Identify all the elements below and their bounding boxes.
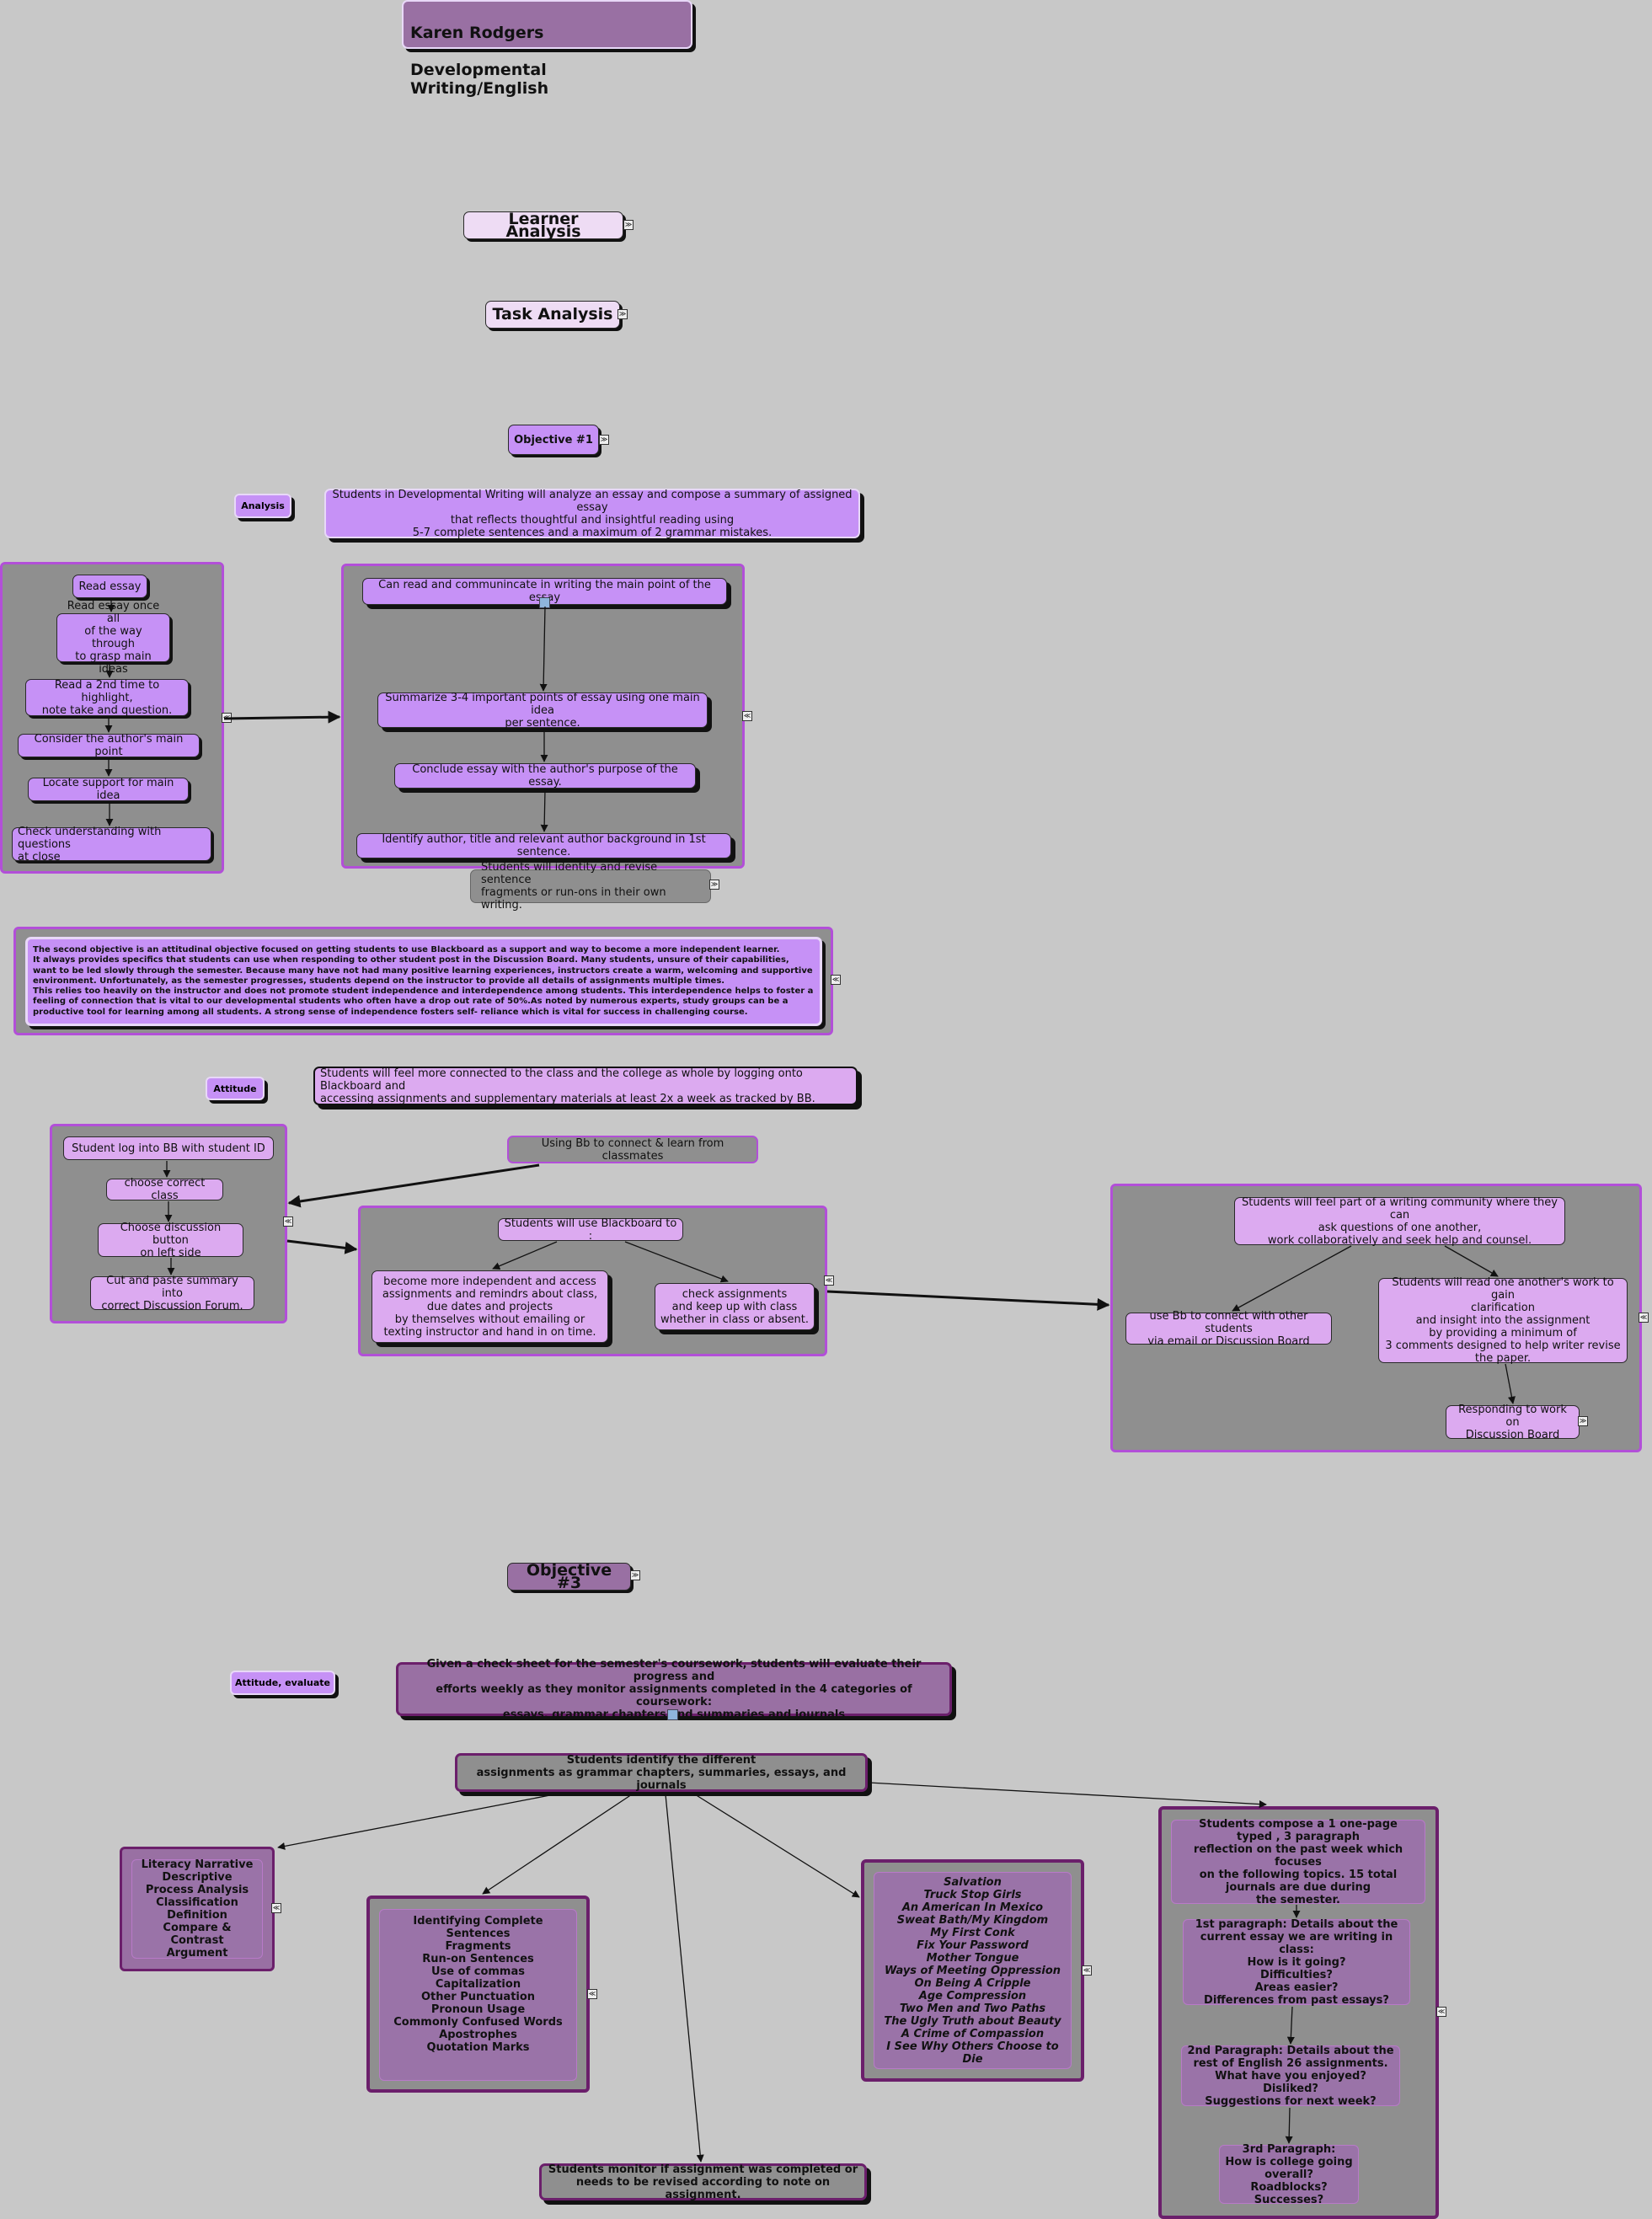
collapse-icon[interactable]: ≪ [587, 1989, 597, 1999]
collapse-icon[interactable]: ≪ [283, 1216, 293, 1227]
attachment-icon[interactable] [539, 597, 550, 608]
attachment-icon[interactable] [667, 1709, 678, 1720]
header-title: Karen Rodgers Developmental Writing/Engl… [402, 0, 692, 98]
revise-fragments-node[interactable]: Students will identity and revise senten… [470, 861, 711, 912]
journal-intro-node[interactable]: Students compose a 1 one-page typed , 3 … [1171, 1818, 1425, 1906]
step-discussion-button[interactable]: Choose discussion button on left side [98, 1222, 243, 1259]
author-name: Karen Rodgers [410, 24, 544, 42]
journal-paragraph-1[interactable]: 1st paragraph: Details about the current… [1183, 1918, 1410, 2007]
collapse-icon[interactable]: ≪ [1639, 1313, 1649, 1323]
collapse-icon[interactable]: ≪ [831, 975, 841, 985]
outcome-summarize[interactable]: Summarize 3-4 important points of essay … [377, 692, 708, 730]
objective-3-statement: Given a check sheet for the semester's c… [396, 1658, 952, 1721]
check-assignments-node[interactable]: check assignments and keep up with class… [655, 1283, 815, 1330]
collapse-icon[interactable]: ≪ [742, 711, 752, 721]
step-read-twice[interactable]: Read a 2nd time to highlight, note take … [25, 679, 189, 717]
objective-2-description: The second objective is an attitudinal o… [25, 937, 822, 1026]
respond-discussion-node[interactable]: Responding to work on Discussion Board [1446, 1404, 1580, 1441]
step-locate-support[interactable]: Locate support for main idea [28, 777, 189, 802]
step-login[interactable]: Student log into BB with student ID [63, 1136, 274, 1160]
collapse-icon[interactable]: ≪ [222, 713, 232, 723]
outcome-identify-author[interactable]: Identify author, title and relevant auth… [356, 833, 731, 858]
step-check-understanding[interactable]: Check understanding with questions at cl… [12, 826, 211, 864]
collapse-icon[interactable]: ≪ [1082, 1965, 1092, 1976]
expand-icon[interactable]: ≫ [599, 435, 609, 445]
objective-1-statement: Students in Developmental Writing will a… [324, 489, 860, 539]
task-analysis-node[interactable]: Task Analysis [485, 301, 620, 329]
learner-analysis-node[interactable]: Learner Analysis [463, 211, 623, 239]
read-work-node[interactable]: Students will read one another's work to… [1378, 1276, 1628, 1365]
step-main-point[interactable]: Consider the author's main point [18, 733, 200, 758]
use-blackboard-node[interactable]: Students will use Blackboard to : [498, 1217, 683, 1243]
expand-icon[interactable]: ≫ [630, 1570, 640, 1580]
expand-icon[interactable]: ≫ [623, 220, 634, 230]
attitude-evaluate-tag: Attitude, evaluate [230, 1671, 335, 1695]
monitor-assignments-node[interactable]: Students monitor if assignment was compl… [539, 2163, 867, 2201]
expand-icon[interactable]: ≫ [617, 309, 628, 319]
objective-2-statement: Students will feel more connected to the… [313, 1067, 858, 1105]
step-read-essay[interactable]: Read essay [72, 575, 147, 598]
attitude-tag: Attitude [206, 1077, 265, 1100]
collapse-icon[interactable]: ≪ [824, 1275, 834, 1286]
collapse-icon[interactable]: ≪ [1436, 2007, 1446, 2017]
identify-assignments-node[interactable]: Students identify the different assignme… [455, 1753, 868, 1792]
become-independent-node[interactable]: become more independent and access assig… [372, 1270, 608, 1343]
objective-3-title[interactable]: Objective #3 [507, 1562, 631, 1591]
collapse-icon[interactable]: ≪ [271, 1903, 281, 1913]
readings-list: Salvation Truck Stop Girls An American I… [874, 1872, 1072, 2069]
analysis-tag: Analysis [234, 494, 291, 518]
expand-icon[interactable]: ≫ [1578, 1416, 1588, 1426]
step-read-once[interactable]: Read essay once all of the way through t… [56, 600, 170, 676]
using-bb-node[interactable]: Using Bb to connect & learn from classma… [507, 1136, 758, 1163]
grammar-topics-list: Identifying Complete Sentences Fragments… [379, 1909, 577, 2081]
course-name: Developmental Writing/English [410, 61, 549, 98]
expand-icon[interactable]: ≫ [709, 880, 719, 890]
writing-community-node[interactable]: Students will feel part of a writing com… [1234, 1196, 1565, 1247]
essay-types-list: Literacy Narrative Descriptive Process A… [131, 1858, 263, 1960]
step-choose-class[interactable]: choose correct class [106, 1177, 223, 1202]
step-cut-paste[interactable]: Cut and paste summary into correct Discu… [90, 1275, 254, 1313]
journal-paragraph-2[interactable]: 2nd Paragraph: Details about the rest of… [1181, 2045, 1400, 2108]
journal-paragraph-3[interactable]: 3rd Paragraph: How is college going over… [1219, 2143, 1359, 2206]
connect-students-node[interactable]: use Bb to connect with other students vi… [1125, 1310, 1332, 1348]
objective-1-title[interactable]: Objective #1 [508, 425, 599, 455]
outcome-conclude[interactable]: Conclude essay with the author's purpose… [394, 763, 696, 789]
